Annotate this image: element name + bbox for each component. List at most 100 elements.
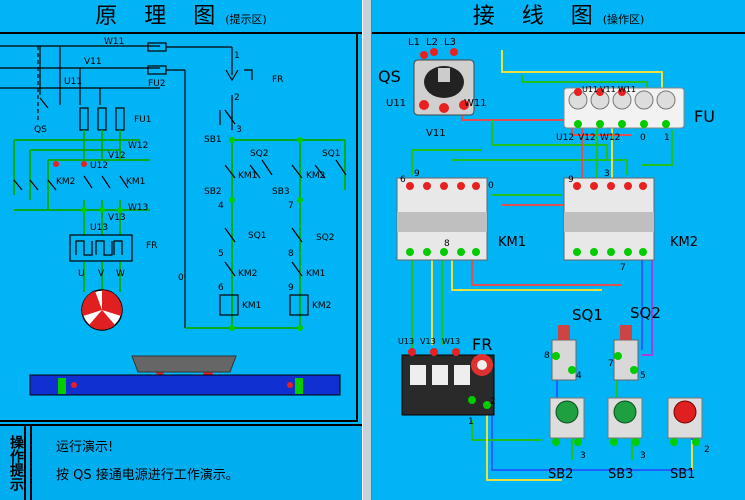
fr-relay[interactable] xyxy=(401,348,495,416)
label-sb3-3: 3 xyxy=(640,451,646,461)
motor-symbol xyxy=(81,289,123,331)
label-fu-w12: W12 xyxy=(600,133,620,143)
label-km1-6: 6 xyxy=(400,175,406,185)
label-n3: 3 xyxy=(236,125,242,135)
label-l1: L1 xyxy=(408,37,420,48)
km2-contactor[interactable] xyxy=(563,177,655,261)
label-sb1: SB1 xyxy=(670,467,695,482)
label-fu-u12: U12 xyxy=(556,133,574,143)
schematic-diagram: W11 V11 U11 QS FU2 FU1 W12 V12 U12 KM2 K… xyxy=(0,37,347,396)
sq1-limit-switch[interactable] xyxy=(551,325,577,381)
label-fr-v13: V13 xyxy=(420,337,436,346)
label-km1-coil: KM1 xyxy=(242,301,261,311)
label-w12: W12 xyxy=(128,141,148,151)
label-sb1-2: 2 xyxy=(704,445,710,455)
sb3-button[interactable] xyxy=(607,397,643,446)
label-u11: U11 xyxy=(64,77,82,87)
label-sq1-8: 8 xyxy=(544,351,550,361)
sb2-button[interactable] xyxy=(549,397,585,446)
fuse-block[interactable] xyxy=(563,87,685,129)
label-fr-u13: U13 xyxy=(398,337,414,346)
schematic-panel: 原 理 图(提示区) xyxy=(0,0,362,424)
label-km1-9: 9 xyxy=(414,169,420,179)
label-km2-a: KM2 xyxy=(306,171,325,181)
label-sb1: SB1 xyxy=(204,135,222,145)
label-sq1-4: 4 xyxy=(576,371,582,381)
label-qs: QS xyxy=(34,125,47,135)
label-km2-9: 9 xyxy=(568,175,574,185)
label-u12: U12 xyxy=(90,161,108,171)
label-km2-3: 3 xyxy=(604,169,610,179)
label-sb3: SB3 xyxy=(272,187,290,197)
label-n9: 9 xyxy=(288,283,294,293)
ops-message-line2: 按 QS 接通电源进行工作演示。 xyxy=(56,468,239,483)
label-l2: L2 xyxy=(426,37,438,48)
label-u11: U11 xyxy=(386,98,406,109)
panel-divider xyxy=(362,0,372,500)
wiring-diagram[interactable]: L1 L2 L3 QS U11 W11 V11 FU U11 V11 W11 U… xyxy=(372,0,745,500)
label-km2-b: KM2 xyxy=(238,269,257,279)
label-km2-7: 7 xyxy=(620,263,626,273)
label-sb2: SB2 xyxy=(204,187,222,197)
label-km1-a: KM1 xyxy=(238,171,257,181)
label-v11: V11 xyxy=(84,57,102,67)
wiring-subtitle: (操作区) xyxy=(602,13,645,26)
schematic-title-bar: 原 理 图(提示区) xyxy=(0,0,362,34)
sq2-limit-switch[interactable] xyxy=(613,325,639,381)
km1-contactor[interactable] xyxy=(396,177,488,261)
label-fu-u11: U11 xyxy=(582,85,598,94)
ops-label: 操作提示 xyxy=(0,426,26,500)
label-sb2: SB2 xyxy=(548,467,573,482)
label-km1-8: 8 xyxy=(444,239,450,249)
schematic-title: 原 理 图 xyxy=(95,4,226,29)
label-u: U xyxy=(78,269,85,279)
label-n4: 4 xyxy=(218,201,224,211)
label-fr: FR xyxy=(472,335,492,354)
label-km1-0: 0 xyxy=(488,181,494,191)
label-sb2-3: 3 xyxy=(580,451,586,461)
label-qs: QS xyxy=(378,67,401,86)
label-n2: 2 xyxy=(234,93,240,103)
label-fu-v12: V12 xyxy=(578,133,596,143)
label-v12: V12 xyxy=(108,151,126,161)
label-fu-w11: W11 xyxy=(618,85,636,94)
label-sq2-7: 7 xyxy=(608,359,614,369)
label-n8: 8 xyxy=(288,249,294,259)
wiring-title-bar: 接 线 图(操作区) xyxy=(372,0,745,34)
label-fr-1: 1 xyxy=(468,417,474,427)
qs-switch[interactable] xyxy=(413,48,475,116)
label-fr-main: FR xyxy=(146,241,157,251)
label-w11: W11 xyxy=(464,98,487,109)
label-fr-2: 2 xyxy=(490,397,496,407)
label-sq2: SQ2 xyxy=(630,304,661,322)
label-sq2-5: 5 xyxy=(640,371,646,381)
schematic-frame xyxy=(0,34,358,422)
label-n7: 7 xyxy=(288,201,294,211)
worktable xyxy=(29,355,341,396)
wiring-panel: 接 线 图(操作区) xyxy=(372,0,745,500)
label-sq1-a: SQ1 xyxy=(322,149,341,159)
label-km2-coil: KM2 xyxy=(312,301,331,311)
sb1-button[interactable] xyxy=(667,397,703,446)
label-sb3: SB3 xyxy=(608,467,633,482)
wiring-title: 接 线 图 xyxy=(472,4,603,29)
label-n6: 6 xyxy=(218,283,224,293)
label-fu1: FU1 xyxy=(134,115,152,125)
label-sq2-b: SQ2 xyxy=(316,233,335,243)
ops-message-area: 运行演示! 按 QS 接通电源进行工作演示。 xyxy=(30,426,358,500)
ops-message-line1: 运行演示! xyxy=(56,440,114,455)
label-w13: W13 xyxy=(128,203,148,213)
label-v11: V11 xyxy=(426,128,446,139)
label-l3: L3 xyxy=(444,37,456,48)
label-fu-0: 0 xyxy=(640,133,646,143)
operation-prompt-panel: 操作提示 运行演示! 按 QS 接通电源进行工作演示。 xyxy=(0,424,362,500)
label-km2: KM2 xyxy=(670,235,698,250)
label-km1-main: KM1 xyxy=(126,177,145,187)
label-fu-v11: V11 xyxy=(600,85,616,94)
label-fu-1: 1 xyxy=(664,133,670,143)
label-n1: 1 xyxy=(234,51,240,61)
label-km1-b: KM1 xyxy=(306,269,325,279)
label-fu2: FU2 xyxy=(148,79,166,89)
label-n5: 5 xyxy=(218,249,224,259)
label-sq2-a: SQ2 xyxy=(250,149,269,159)
